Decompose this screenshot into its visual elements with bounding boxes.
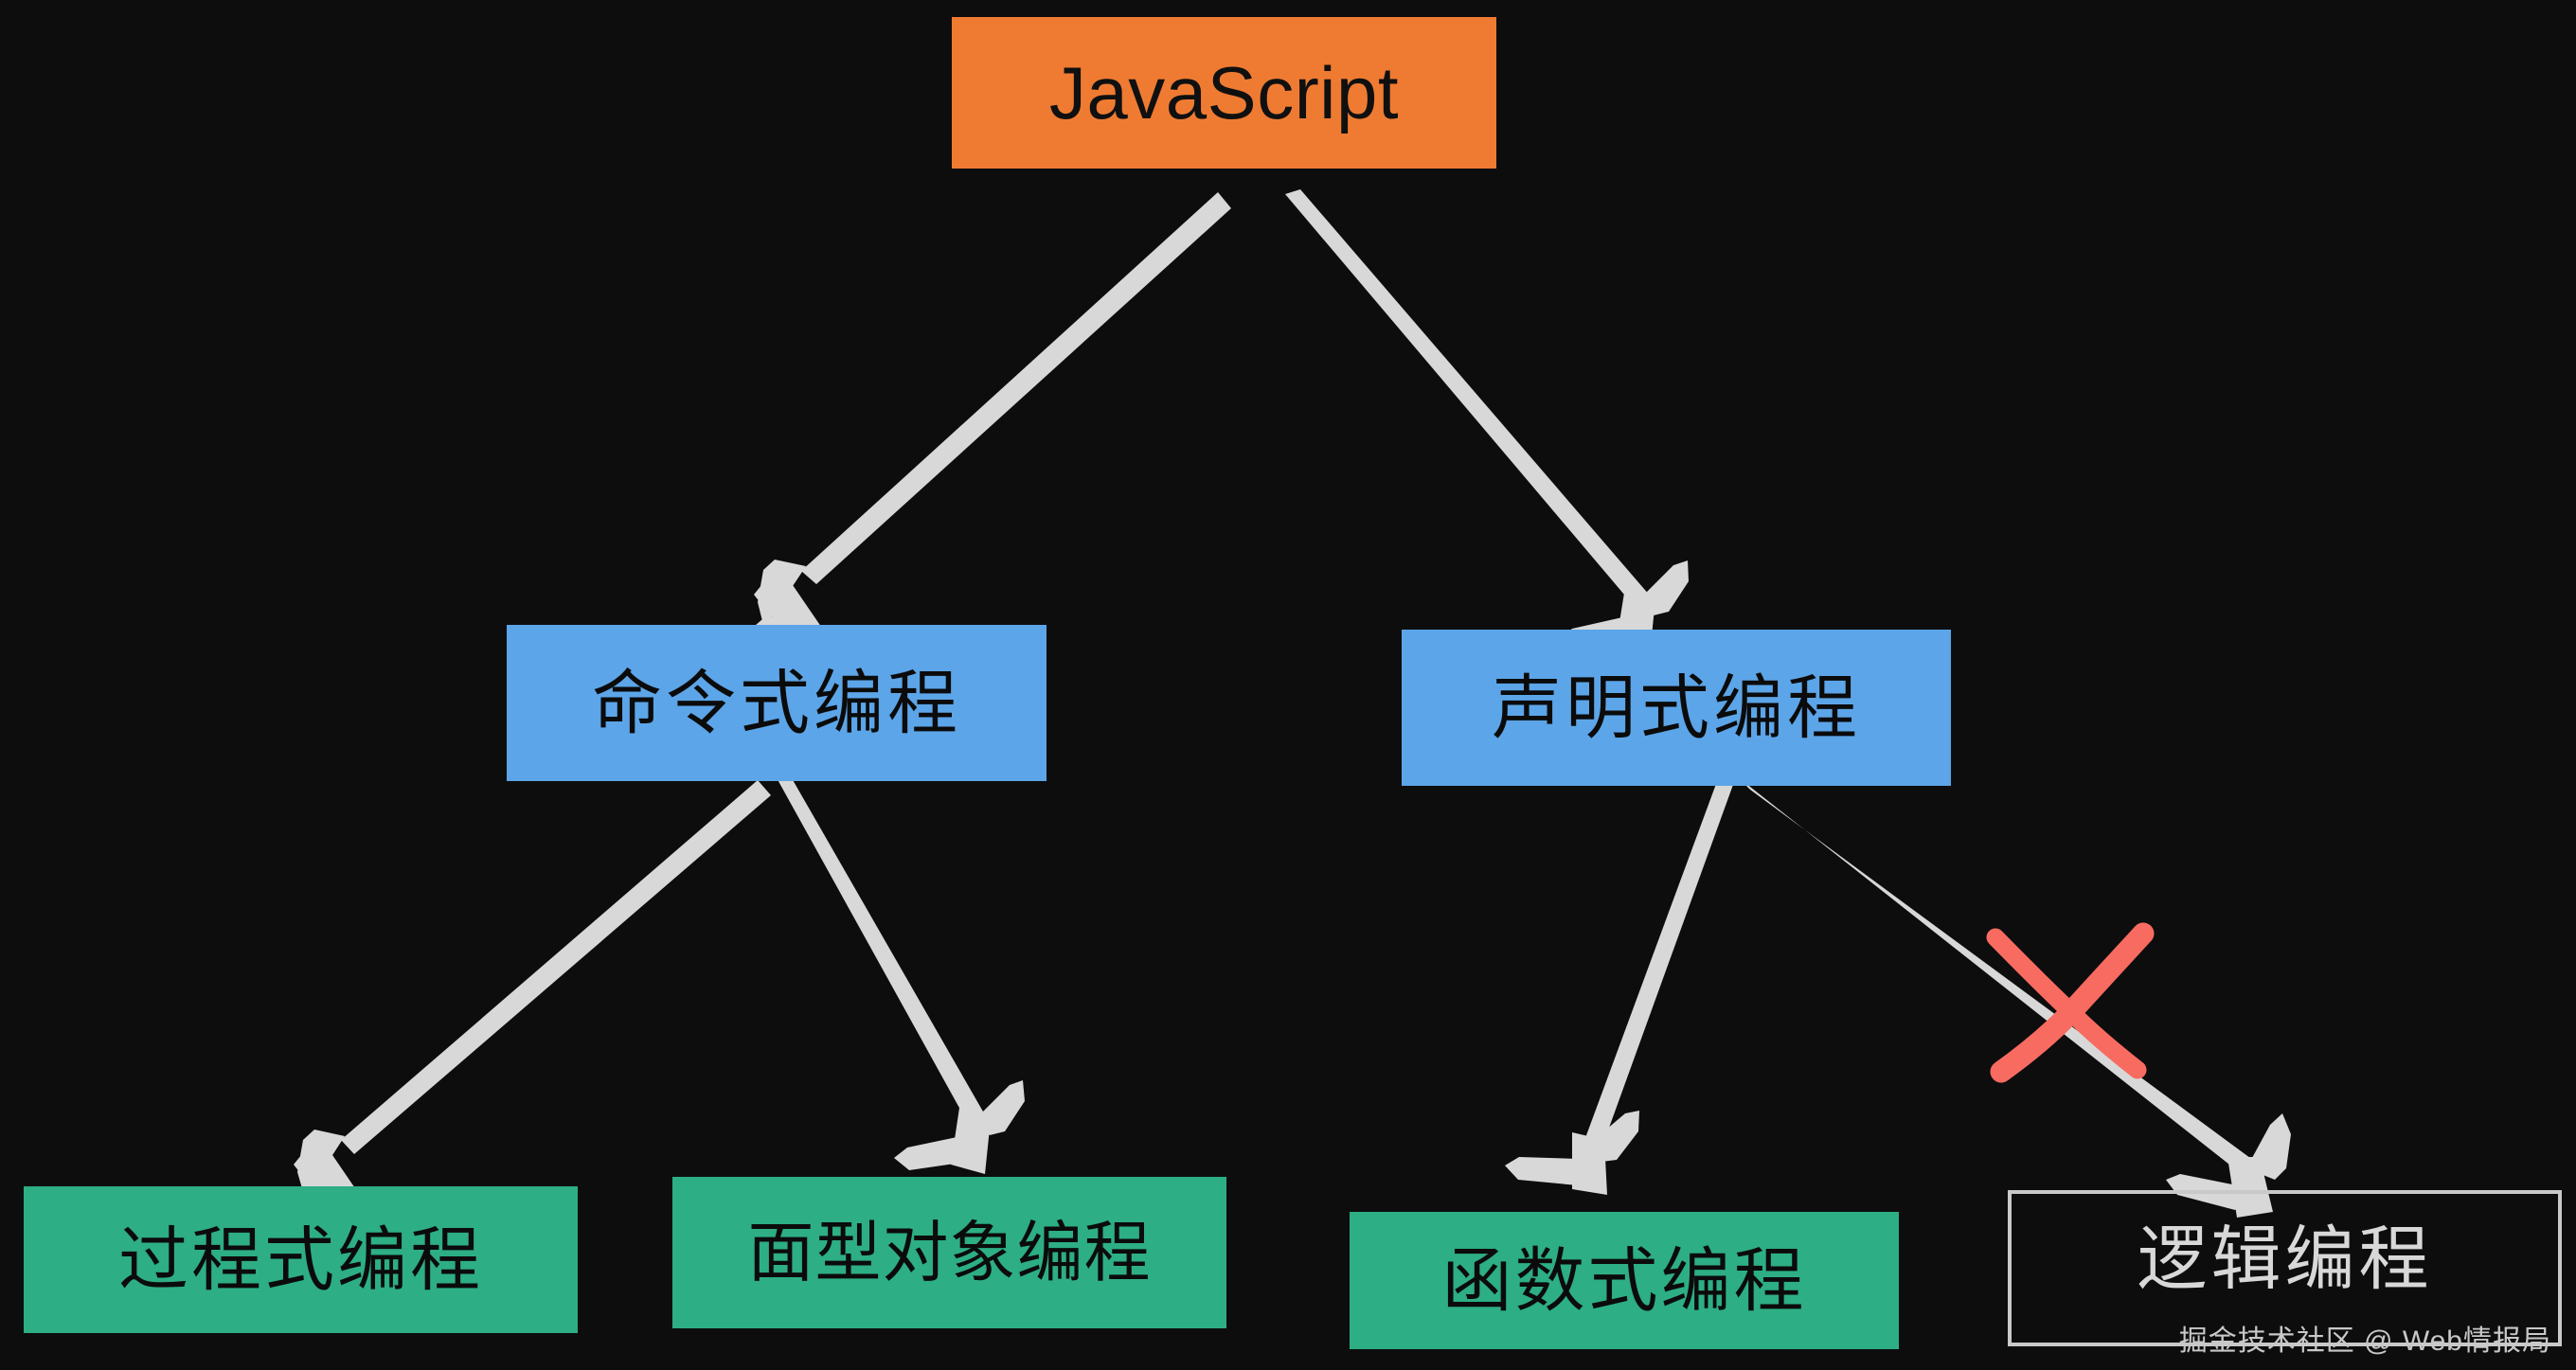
edge-declarative-to-logic xyxy=(1737,776,2291,1218)
node-procedural-programming-label: 过程式编程 xyxy=(118,1219,483,1299)
node-object-oriented-programming-label: 面型对象编程 xyxy=(747,1216,1152,1290)
edge-imperative-to-oop xyxy=(775,774,1025,1174)
edge-declarative-to-functional xyxy=(1505,782,1734,1195)
node-logic-programming-label: 逻辑编程 xyxy=(2137,1219,2433,1298)
node-javascript-label: JavaScript xyxy=(1048,51,1400,134)
node-procedural-programming[interactable]: 过程式编程 xyxy=(24,1186,578,1333)
node-declarative-programming-label: 声明式编程 xyxy=(1492,667,1861,747)
node-javascript[interactable]: JavaScript xyxy=(952,17,1496,169)
node-imperative-programming[interactable]: 命令式编程 xyxy=(507,625,1046,781)
edge-root-to-imperative xyxy=(754,192,1231,657)
edge-imperative-to-procedural xyxy=(294,780,771,1227)
node-functional-programming-label: 函数式编程 xyxy=(1441,1240,1807,1320)
node-functional-programming[interactable]: 函数式编程 xyxy=(1350,1212,1899,1349)
node-logic-programming[interactable]: 逻辑编程 xyxy=(2008,1190,2562,1346)
logic-cross-out-annotation xyxy=(1986,922,2155,1083)
watermark-text: 掘金技术社区 @ Web情报局 xyxy=(2178,1326,2551,1357)
node-imperative-programming-label: 命令式编程 xyxy=(592,663,961,742)
edge-root-to-declarative xyxy=(1285,189,1689,655)
node-object-oriented-programming[interactable]: 面型对象编程 xyxy=(672,1177,1226,1328)
node-declarative-programming[interactable]: 声明式编程 xyxy=(1402,630,1951,786)
